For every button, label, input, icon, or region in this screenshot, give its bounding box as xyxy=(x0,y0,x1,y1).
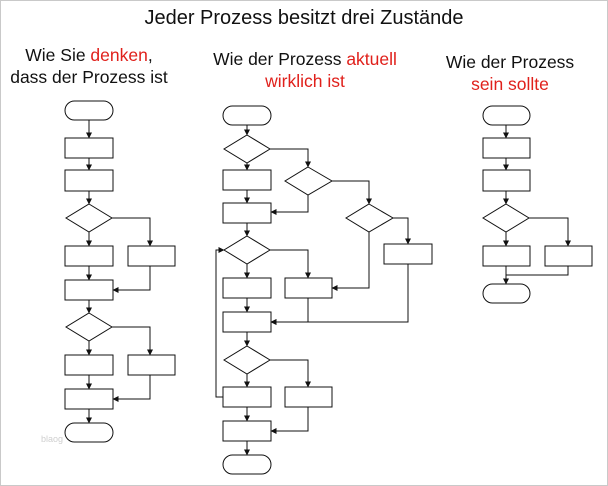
column-heading-think: Wie Sie denken, dass der Prozess ist xyxy=(0,44,178,88)
end-terminal xyxy=(64,422,114,443)
process-box xyxy=(64,279,114,301)
process-box xyxy=(64,354,114,376)
heading-highlight: aktuell xyxy=(346,49,397,69)
column-heading-actual: Wie der Prozess aktuell wirklich ist xyxy=(190,48,420,92)
heading-highlight: wirklich ist xyxy=(265,71,345,91)
process-box xyxy=(482,245,531,267)
decision-diamond xyxy=(223,235,271,265)
connector xyxy=(112,326,153,356)
flowchart-think xyxy=(64,100,176,443)
heading-text: , xyxy=(147,45,153,65)
flowchart-should xyxy=(482,105,593,304)
heading-text: dass der Prozess ist xyxy=(10,67,168,87)
connector xyxy=(270,148,311,168)
process-box xyxy=(383,243,433,265)
decision-diamond xyxy=(345,203,394,233)
start-terminal xyxy=(222,105,272,126)
connector xyxy=(331,232,370,291)
connector xyxy=(270,407,309,434)
process-box xyxy=(482,169,531,192)
connector xyxy=(506,266,569,276)
decision-diamond xyxy=(223,345,271,375)
flowchart-actual xyxy=(215,105,433,475)
connector xyxy=(529,217,571,247)
connector xyxy=(393,217,411,245)
heading-highlight: denken xyxy=(90,45,148,65)
connector xyxy=(332,180,372,205)
connector xyxy=(112,375,151,402)
process-box xyxy=(64,169,114,192)
decision-diamond xyxy=(65,203,113,233)
decision-diamond xyxy=(284,166,333,196)
connector xyxy=(112,217,153,247)
process-box xyxy=(64,137,114,159)
heading-highlight: sein sollte xyxy=(471,74,549,94)
process-box xyxy=(64,388,114,410)
decision-diamond xyxy=(65,312,113,342)
process-box xyxy=(64,245,114,267)
start-terminal xyxy=(482,105,531,126)
process-box xyxy=(544,245,593,267)
process-box xyxy=(127,354,176,376)
loop-back-connector xyxy=(215,247,225,398)
column-heading-should: Wie der Prozess sein sollte xyxy=(420,51,600,95)
connector xyxy=(270,298,309,325)
decision-diamond xyxy=(223,134,271,164)
process-box xyxy=(222,386,272,408)
page-title: Jeder Prozess besitzt drei Zustände xyxy=(144,7,464,29)
connector xyxy=(270,359,311,388)
process-box xyxy=(284,277,333,299)
heading-text: Wie der Prozess xyxy=(213,49,347,69)
connector xyxy=(112,266,151,293)
process-box xyxy=(222,202,272,224)
process-box xyxy=(222,169,272,191)
connector xyxy=(270,264,409,325)
connector xyxy=(270,195,309,215)
start-terminal xyxy=(64,100,114,121)
process-box xyxy=(284,386,333,408)
connector xyxy=(270,249,311,279)
heading-text: Wie Sie xyxy=(25,45,91,65)
end-terminal xyxy=(482,283,531,304)
end-terminal xyxy=(222,454,272,475)
heading-text: Wie der Prozess xyxy=(445,52,575,72)
process-box xyxy=(482,137,531,159)
process-box xyxy=(222,311,272,333)
process-box xyxy=(127,245,176,267)
watermark-text: blaog xyxy=(41,434,64,444)
process-box xyxy=(222,277,272,299)
process-box xyxy=(222,420,272,442)
decision-diamond xyxy=(482,203,530,233)
